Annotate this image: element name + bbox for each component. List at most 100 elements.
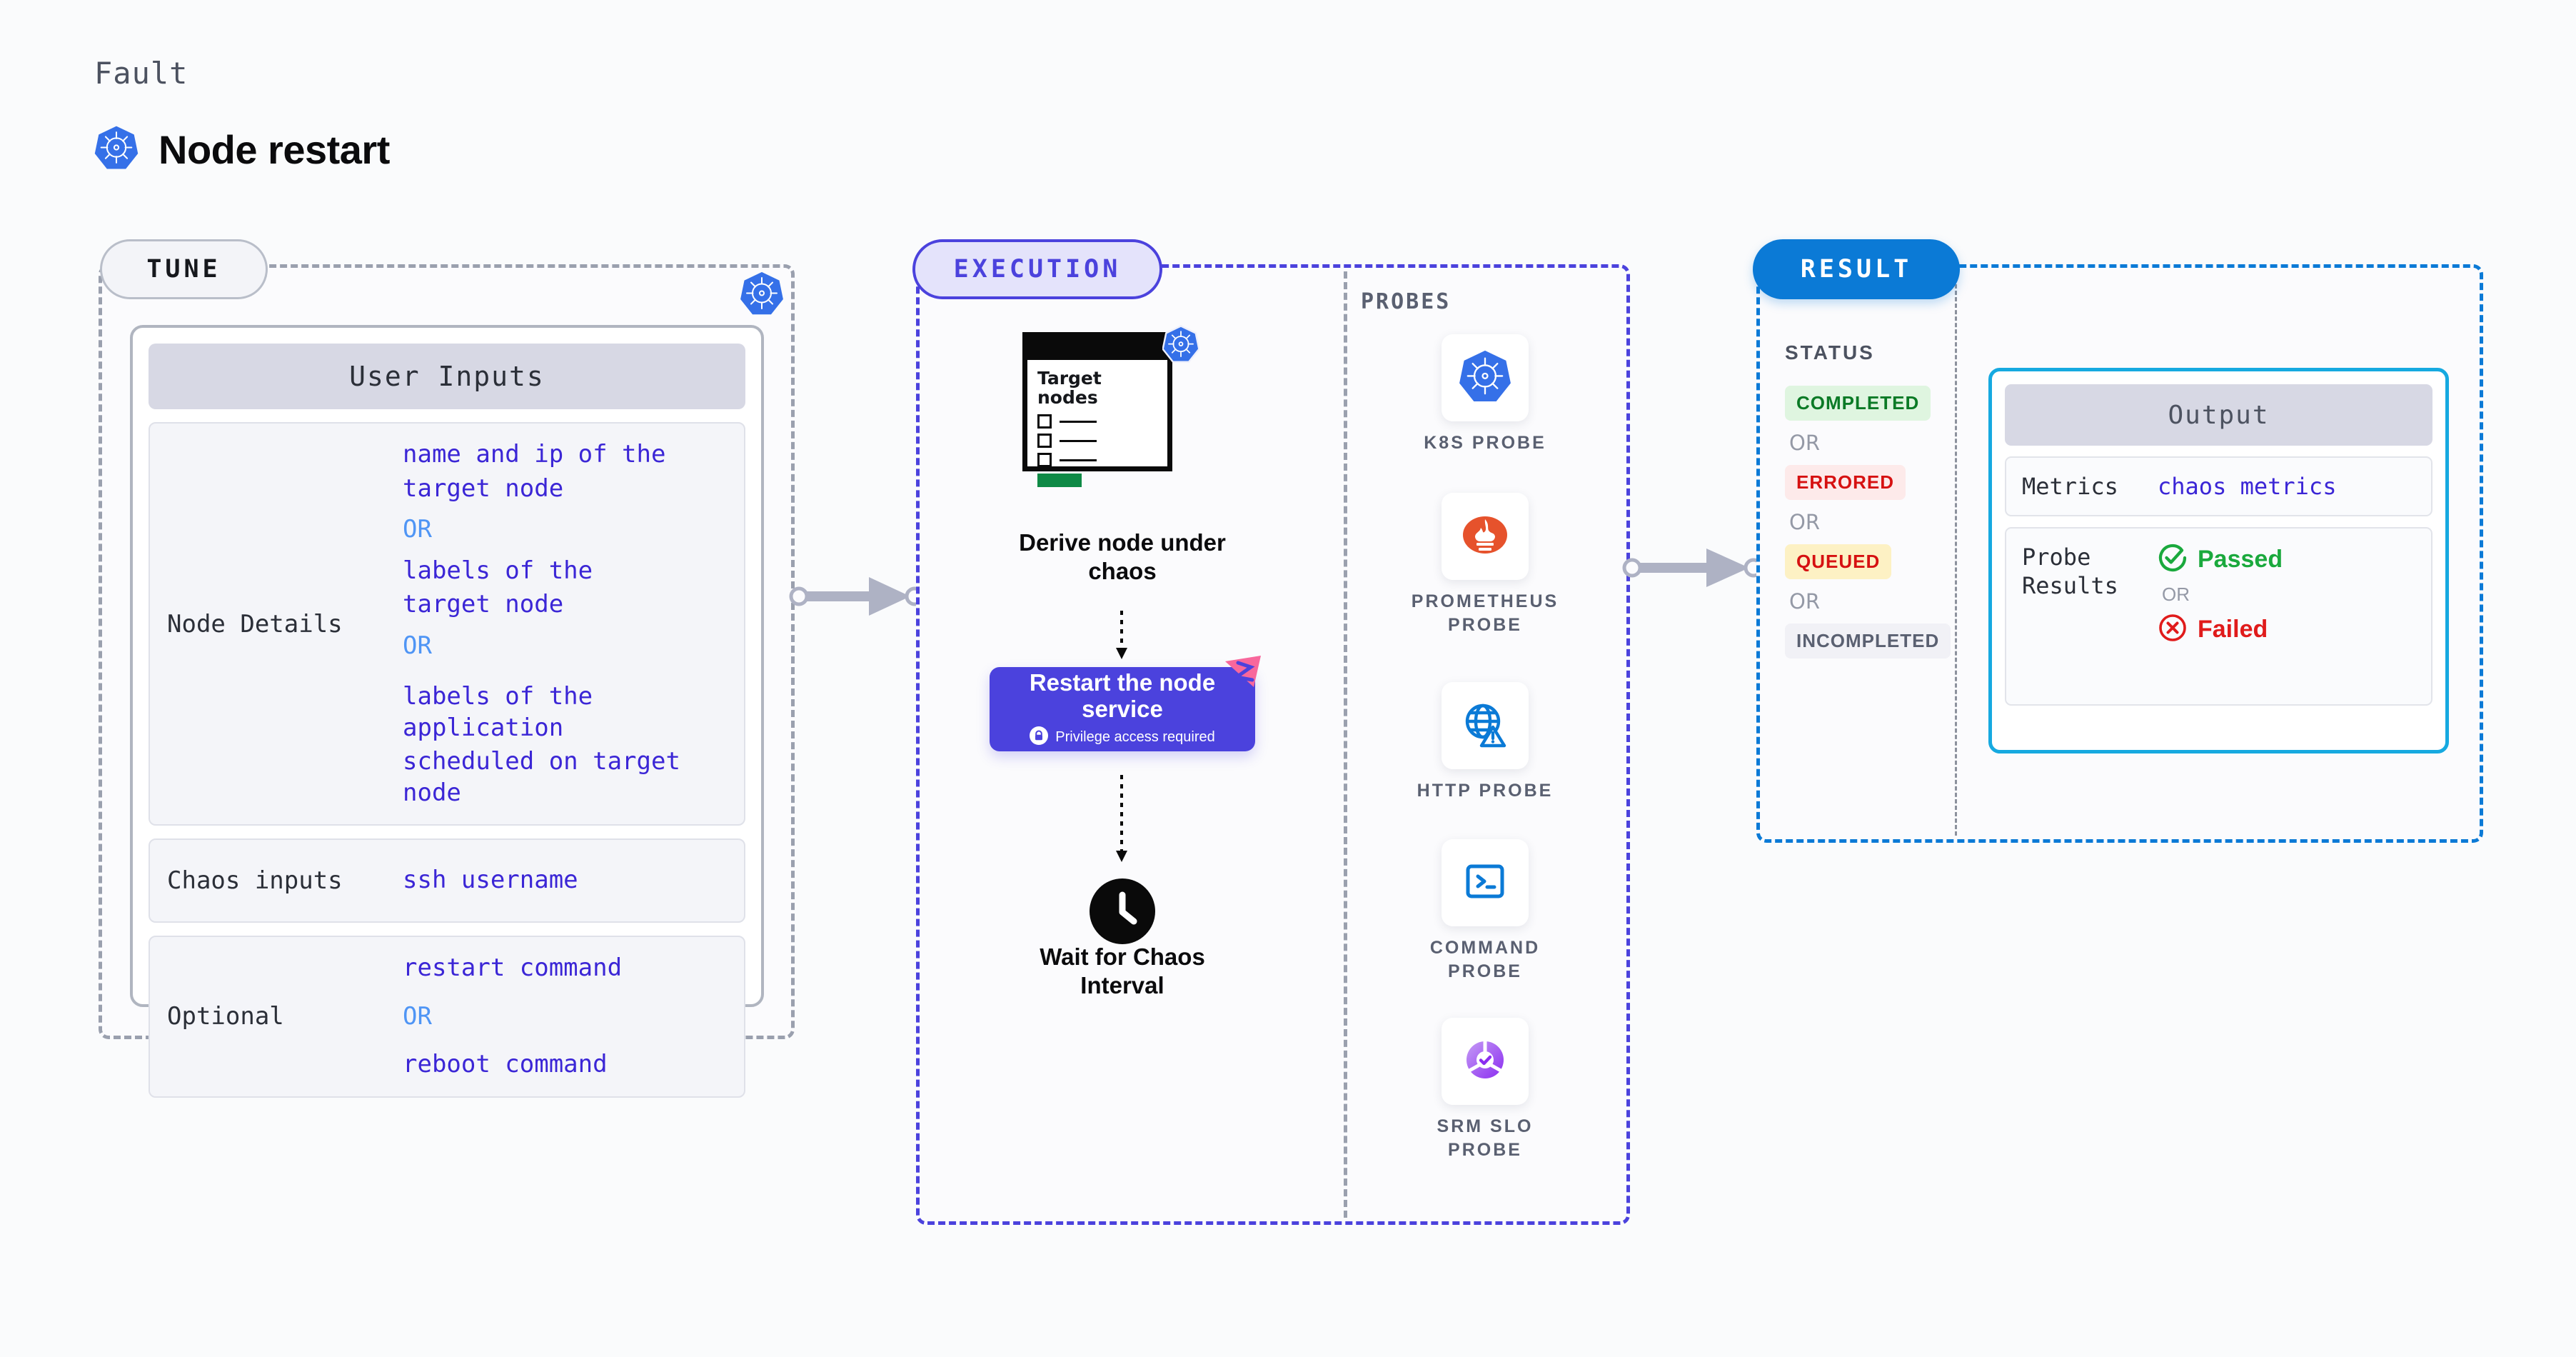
checkbox-icon <box>1037 453 1052 467</box>
value-line: labels of the application <box>403 682 593 742</box>
probe-label-line1: HTTP <box>1417 781 1472 801</box>
output-row-probe-results[interactable]: Probe Results Passed OR <box>2005 527 2432 706</box>
output-label-line2: Results <box>2022 572 2118 599</box>
probe-icon-tile <box>1442 493 1529 580</box>
flow-arrow-1 <box>1109 611 1134 666</box>
fault-eyebrow: Fault <box>94 56 188 91</box>
terminal-title-line1: Target <box>1037 368 1102 389</box>
probe-label: PROMETHEUS PROBE <box>1412 590 1559 636</box>
probes-section-label: PROBES <box>1361 289 1451 314</box>
caption-line1: Derive node under <box>1019 529 1226 556</box>
output-label: Metrics <box>2022 473 2118 500</box>
x-circle-icon <box>2158 613 2188 646</box>
privilege-text: Privilege access required <box>1055 729 1215 746</box>
input-values: name and ip of the target node OR labels… <box>403 439 727 808</box>
terminal-progress-bar <box>1037 474 1082 487</box>
probe-k8s[interactable]: K8S PROBE <box>1385 334 1585 455</box>
probe-icon-tile <box>1442 682 1529 769</box>
check-circle-icon <box>2158 543 2188 576</box>
terminal-title-line2: nodes <box>1037 387 1098 408</box>
probe-label-line1: COMMAND <box>1429 938 1541 958</box>
output-value: chaos metrics <box>2158 473 2337 500</box>
placeholder-line <box>1060 420 1097 423</box>
srm-slo-icon <box>1459 1033 1511 1090</box>
user-inputs-card: User Inputs Node Details name and ip of … <box>130 325 764 1098</box>
stage-pill-execution[interactable]: EXECUTION <box>912 239 1162 299</box>
list-item <box>1037 434 1157 448</box>
probe-prometheus[interactable]: PROMETHEUS PROBE <box>1385 493 1585 636</box>
litmus-flag-icon <box>1222 656 1264 696</box>
probe-label-line2: PROBE <box>1479 781 1554 801</box>
list-item <box>1037 414 1157 429</box>
probe-label: HTTP PROBE <box>1417 779 1554 803</box>
input-row-chaos-inputs[interactable]: Chaos inputs ssh username <box>149 838 745 923</box>
placeholder-line <box>1060 439 1097 442</box>
probe-result-failed: Failed <box>2158 613 2283 646</box>
target-nodes-terminal: Target nodes <box>1022 332 1172 487</box>
or-separator: OR <box>1789 431 1820 455</box>
lock-icon <box>1030 726 1049 748</box>
caption-line2: Interval <box>1080 972 1164 999</box>
value-line: scheduled on target node <box>403 747 680 807</box>
value-line: name and ip of the <box>403 440 666 469</box>
probe-command[interactable]: COMMAND PROBE <box>1385 839 1585 983</box>
probe-label-line2: PROBE <box>1448 1139 1522 1160</box>
stage-pill-tune[interactable]: TUNE <box>100 239 268 299</box>
probe-label-line2: PROBE <box>1471 433 1546 453</box>
terminal-checklist <box>1037 414 1157 467</box>
input-row-optional[interactable]: Optional restart command OR reboot comma… <box>149 936 745 1098</box>
probe-label-line2: PROBE <box>1448 614 1522 635</box>
terminal-icon <box>1459 855 1511 911</box>
arrow-execution-to-result <box>1622 543 1765 596</box>
probe-result-values: Passed OR Failed <box>2158 543 2283 646</box>
output-label-line1: Probe <box>2022 544 2091 571</box>
restart-title-line2: service <box>1082 695 1163 722</box>
probe-label-line1: SRM SLO <box>1437 1116 1534 1136</box>
input-label: Node Details <box>167 609 343 639</box>
restart-title-line1: Restart the node <box>1029 669 1216 696</box>
input-row-node-details[interactable]: Node Details name and ip of the target n… <box>149 422 745 826</box>
privilege-note: Privilege access required <box>1030 726 1215 748</box>
value-line: restart command <box>403 953 623 983</box>
probe-result-passed: Passed <box>2158 543 2283 576</box>
kubernetes-icon <box>94 125 139 174</box>
caption-line1: Wait for Chaos <box>1040 943 1205 970</box>
checkbox-icon <box>1037 414 1052 429</box>
output-row-metrics[interactable]: Metrics chaos metrics <box>2005 456 2432 516</box>
probe-icon-tile <box>1442 1018 1529 1105</box>
prometheus-icon <box>1459 509 1511 565</box>
probe-srm-slo[interactable]: SRM SLO PROBE <box>1385 1018 1585 1161</box>
status-list: COMPLETED OR ERRORED OR QUEUED OR INCOMP… <box>1785 386 1956 659</box>
probe-label-line1: PROMETHEUS <box>1411 591 1559 611</box>
arrow-tune-to-execution <box>789 571 925 625</box>
http-globe-icon <box>1459 698 1511 754</box>
placeholder-line <box>1060 459 1097 461</box>
fault-title-text: Node restart <box>159 127 390 172</box>
value-line: labels of the <box>403 556 593 585</box>
or-separator: OR <box>1789 589 1820 614</box>
kubernetes-icon <box>1162 325 1200 367</box>
input-label: Chaos inputs <box>167 866 343 896</box>
probe-label: K8S PROBE <box>1424 431 1546 455</box>
kubernetes-icon <box>1459 349 1511 407</box>
probe-label-line1: K8S <box>1424 433 1465 453</box>
stage-pill-result[interactable]: RESULT <box>1753 239 1960 299</box>
value-line: target node <box>403 474 564 503</box>
value-line: target node <box>403 590 564 619</box>
status-section-label: STATUS <box>1785 341 1875 364</box>
probe-http[interactable]: HTTP PROBE <box>1385 682 1585 803</box>
terminal-titlebar <box>1027 337 1167 360</box>
probe-label: SRM SLO PROBE <box>1437 1115 1534 1161</box>
derive-node-caption: Derive node under chaos <box>990 529 1255 586</box>
page-title: Node restart <box>94 125 390 174</box>
restart-node-service-step[interactable]: Restart the node service Privilege acces… <box>990 667 1255 751</box>
output-title: Output <box>2005 384 2432 446</box>
flow-arrow-2 <box>1109 775 1134 868</box>
failed-text: Failed <box>2198 616 2268 643</box>
user-inputs-title: User Inputs <box>149 344 745 409</box>
passed-text: Passed <box>2198 546 2283 573</box>
output-card: Output Metrics chaos metrics Probe Resul… <box>1988 368 2449 753</box>
checkbox-icon <box>1037 434 1052 448</box>
input-values: restart command OR reboot command <box>403 953 622 1081</box>
